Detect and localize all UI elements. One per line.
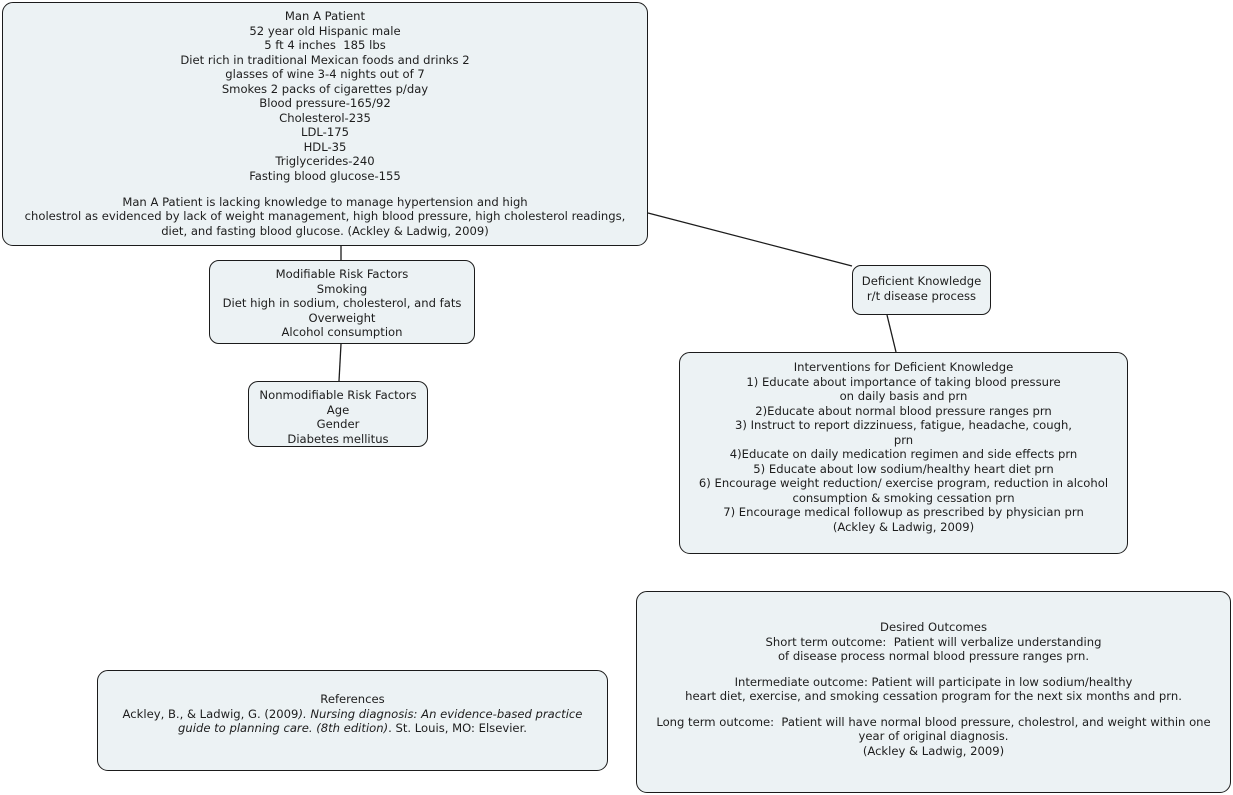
outcomes-line-5: heart diet, exercise, and smoking cessat… <box>685 689 1182 704</box>
references-heading: References <box>320 692 385 706</box>
nonmodifiable-line-0: Nonmodifiable Risk Factors <box>259 388 417 402</box>
deficient-line-0: Deficient Knowledge <box>861 274 982 289</box>
patient-line-7: Cholesterol-235 <box>279 110 371 125</box>
connector-deficient-knowledge-to-interventions <box>886 314 897 353</box>
node-deficient-knowledge[interactable]: Deficient Knowledge r/t disease process <box>852 265 991 315</box>
interventions-line-10: 7) Encourage medical followup as prescri… <box>723 505 1084 520</box>
interventions-line-3: 2)Educate about normal blood pressure ra… <box>755 403 1052 418</box>
interventions-line-8: 6) Encourage weight reduction/ exercise … <box>698 476 1109 491</box>
modifiable-line-0: Modifiable Risk Factors <box>275 267 409 281</box>
modifiable-line-1: Smoking <box>316 281 368 296</box>
interventions-line-11: (Ackley & Ladwig, 2009) <box>832 520 975 535</box>
node-references[interactable]: References Ackley, B., & Ladwig, G. (200… <box>97 670 608 771</box>
references-citation: Ackley, B., & Ladwig, G. (2009). Nursing… <box>118 707 588 736</box>
outcomes-line-8: year of original diagnosis. <box>858 729 1009 744</box>
node-desired-outcomes[interactable]: Desired Outcomes Short term outcome: Pat… <box>636 591 1231 793</box>
patient-line-5: Smokes 2 packs of cigarettes p/day <box>221 81 429 96</box>
node-modifiable-risk-factors[interactable]: Modifiable Risk Factors Smoking Diet hig… <box>209 260 475 344</box>
connector-modifiable-to-nonmodifiable <box>338 343 342 382</box>
patient-line-9: HDL-35 <box>303 139 347 154</box>
patient-line-10: Triglycerides-240 <box>275 154 375 169</box>
interventions-line-0: Interventions for Deficient Knowledge <box>793 360 1014 374</box>
interventions-line-4: 3) Instruct to report dizzinuess, fatigu… <box>735 418 1072 433</box>
patient-line-8: LDL-175 <box>301 125 349 140</box>
patient-line-15: diet, and fasting blood glucose. (Ackley… <box>161 223 489 238</box>
modifiable-line-3: Overweight <box>308 310 376 325</box>
patient-line-11: Fasting blood glucose-155 <box>249 169 401 184</box>
deficient-line-1: r/t disease process <box>866 289 977 303</box>
patient-line-2: 5 ft 4 inches 185 lbs <box>264 38 386 53</box>
interventions-line-1: 1) Educate about importance of taking bl… <box>746 374 1061 389</box>
patient-line-4: glasses of wine 3-4 nights out of 7 <box>225 67 425 82</box>
outcomes-line-9: (Ackley & Ladwig, 2009) <box>862 743 1005 758</box>
node-patient[interactable]: Man A Patient 52 year old Hispanic male … <box>2 2 648 246</box>
outcomes-line-7: Long term outcome: Patient will have nor… <box>656 714 1211 729</box>
patient-line-0: Man A Patient <box>284 9 366 23</box>
nonmodifiable-line-3: Diabetes mellitus <box>287 431 389 446</box>
patient-line-1: 52 year old Hispanic male <box>249 23 401 38</box>
modifiable-line-2: Diet high in sodium, cholesterol, and fa… <box>222 296 462 311</box>
patient-line-6: Blood pressure-165/92 <box>259 96 391 111</box>
nonmodifiable-line-1: Age <box>326 402 350 417</box>
references-citation-part1: Ackley, B., & Ladwig, G. (2009 <box>122 706 299 721</box>
references-citation-italic: ). Nursing diagnosis: An evidence-based … <box>178 706 583 736</box>
references-citation-part2: . St. Louis, MO: Elsevier. <box>388 721 527 736</box>
interventions-line-7: 5) Educate about low sodium/healthy hear… <box>753 461 1054 476</box>
modifiable-line-4: Alcohol consumption <box>281 325 403 340</box>
connector-patient-to-deficient-knowledge <box>647 212 853 267</box>
outcomes-line-4: Intermediate outcome: Patient will parti… <box>734 674 1133 689</box>
patient-line-3: Diet rich in traditional Mexican foods a… <box>180 52 470 67</box>
node-nonmodifiable-risk-factors[interactable]: Nonmodifiable Risk Factors Age Gender Di… <box>248 381 428 447</box>
patient-line-14: cholestrol as evidenced by lack of weigh… <box>24 209 626 224</box>
node-interventions[interactable]: Interventions for Deficient Knowledge 1)… <box>679 352 1128 554</box>
interventions-line-9: consumption & smoking cessation prn <box>792 490 1015 505</box>
interventions-line-6: 4)Educate on daily medication regimen an… <box>729 447 1078 462</box>
outcomes-line-2: of disease process normal blood pressure… <box>777 649 1090 664</box>
nonmodifiable-line-2: Gender <box>316 417 360 432</box>
outcomes-line-0: Desired Outcomes <box>880 620 987 634</box>
interventions-line-5: prn <box>893 432 914 447</box>
outcomes-line-1: Short term outcome: Patient will verbali… <box>765 634 1102 649</box>
patient-line-13: Man A Patient is lacking knowledge to ma… <box>122 194 528 209</box>
interventions-line-2: on daily basis and prn <box>839 389 968 404</box>
